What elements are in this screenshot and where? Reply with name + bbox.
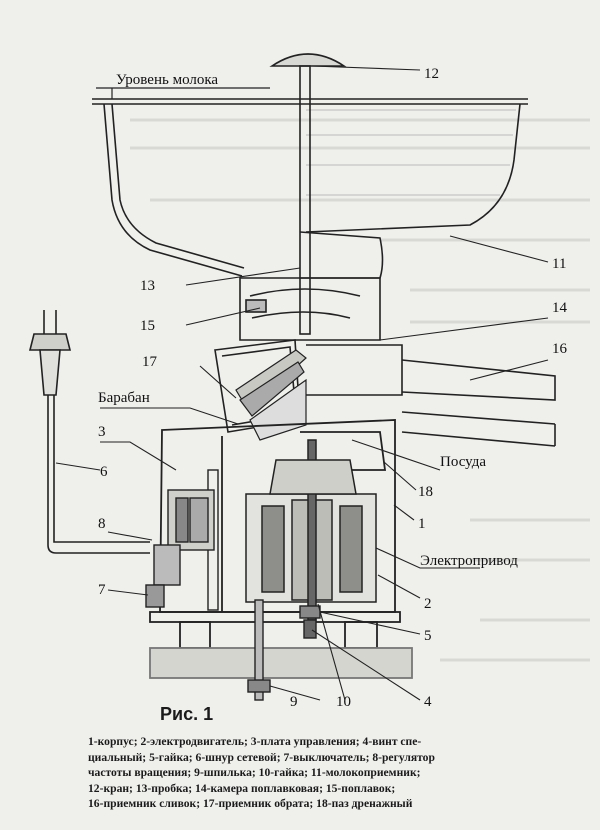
cream-receiver	[306, 344, 556, 447]
label-7: 7	[98, 582, 106, 598]
label-18: 18	[418, 484, 433, 500]
control-board	[145, 469, 219, 611]
label-4: 4	[424, 694, 432, 710]
label-15: 15	[140, 318, 155, 334]
power-cord	[28, 310, 150, 554]
label-10: 10	[336, 694, 351, 710]
float-chamber	[239, 277, 381, 341]
milk-receiver-bowl	[92, 98, 528, 279]
label-14: 14	[552, 300, 568, 316]
label-12: 12	[424, 66, 439, 82]
label-vessel: Посуда	[440, 454, 486, 470]
label-11: 11	[552, 256, 566, 272]
label-9: 9	[290, 694, 298, 710]
figure-caption: 1-корпус; 2-электродвигатель; 3-плата уп…	[88, 734, 538, 812]
label-2: 2	[424, 596, 432, 612]
label-milk-level: Уровень молока	[116, 72, 218, 88]
label-5: 5	[424, 628, 432, 644]
electric-motor	[245, 439, 377, 621]
caption-line: 12-кран; 13-пробка; 14-камера поплавкова…	[88, 781, 396, 795]
label-1: 1	[418, 516, 426, 532]
label-6: 6	[100, 464, 108, 480]
caption-line: частоты вращения; 9-шпилька; 10-гайка; 1…	[88, 766, 421, 780]
housing	[149, 419, 413, 679]
label-drum: Барабан	[98, 390, 150, 406]
tap	[269, 53, 347, 335]
label-13: 13	[140, 278, 155, 294]
leader-lines	[55, 65, 549, 701]
label-17: 17	[142, 354, 158, 370]
label-16: 16	[552, 341, 568, 357]
label-3: 3	[98, 424, 106, 440]
milk-level-leader	[96, 87, 270, 99]
caption-line: 16-приемник сливок; 17-приемник обрата; …	[88, 797, 413, 811]
background-texture	[130, 118, 590, 662]
caption-line: 1-корпус; 2-электродвигатель; 3-плата уп…	[88, 735, 422, 748]
figure-title: Рис. 1	[160, 704, 214, 724]
label-drive: Электропривод	[420, 553, 518, 569]
caption-line: циальный; 5-гайка; 6-шнур сетевой; 7-вык…	[88, 750, 435, 764]
label-8: 8	[98, 516, 106, 532]
